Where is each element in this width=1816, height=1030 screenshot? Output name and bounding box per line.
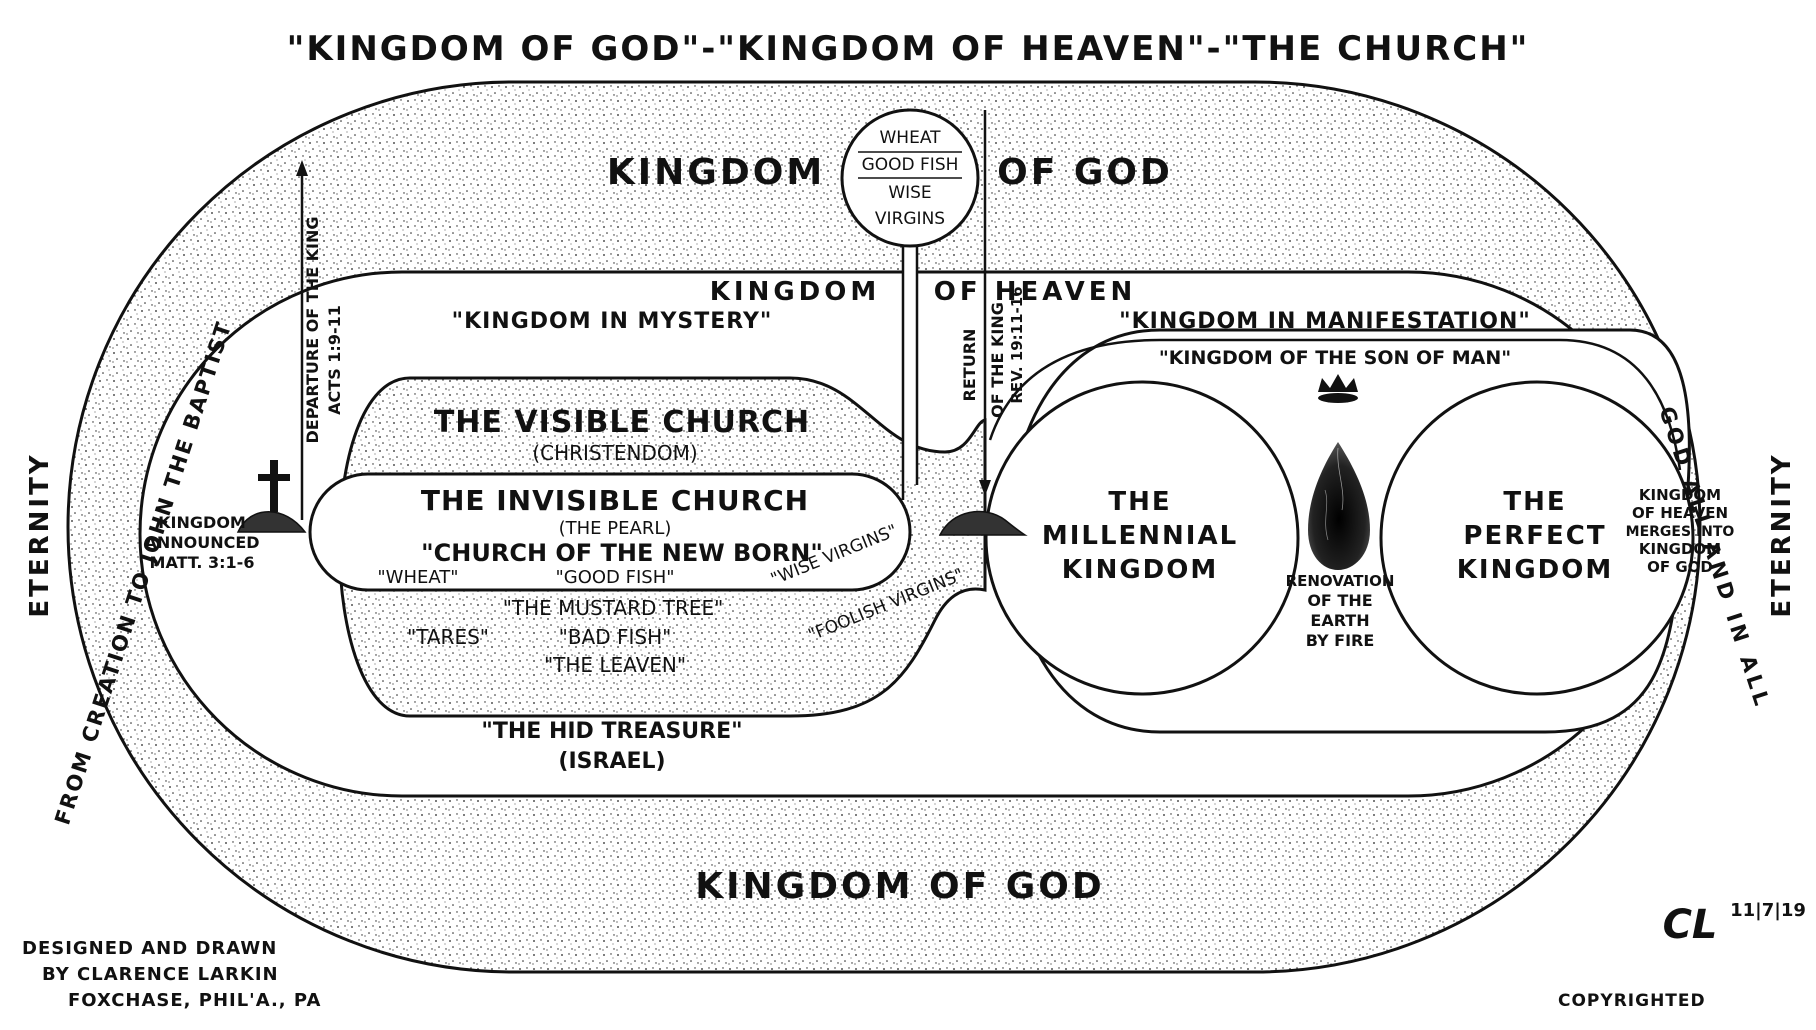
invisible-church-title: THE INVISIBLE CHURCH: [421, 484, 809, 517]
merges-line5: OF GOD: [1647, 558, 1713, 576]
eternity-right: ETERNITY: [1767, 452, 1797, 617]
the-leaven: "THE LEAVEN": [544, 653, 686, 677]
bubble-stem: [903, 230, 917, 480]
merges-line1: KINGDOM: [1639, 486, 1721, 504]
koh-right: OF HEAVEN: [934, 277, 1136, 307]
bubble-good-fish: GOOD FISH: [862, 155, 959, 175]
credit-date: 11|7|19: [1730, 900, 1806, 921]
koh-left: KINGDOM: [710, 277, 880, 307]
return-line3: REV. 19:11-16: [1008, 286, 1026, 403]
perfect-line3: KINGDOM: [1457, 555, 1613, 585]
kog-bottom: KINGDOM OF GOD: [695, 866, 1105, 907]
return-line2: OF THE KING: [988, 302, 1007, 418]
perfect-line2: PERFECT: [1463, 521, 1606, 551]
good-fish-label: "GOOD FISH": [555, 567, 674, 588]
announced-line2: ANNOUNCED: [144, 533, 259, 552]
departure-arrowhead: [296, 160, 308, 176]
return-line1: RETURN: [960, 329, 979, 402]
fire-icon: [1308, 442, 1370, 570]
tares: "TARES": [407, 625, 489, 649]
monogram: CL: [1663, 902, 1718, 948]
bad-fish: "BAD FISH": [559, 625, 672, 649]
merges-line2: OF HEAVEN: [1632, 504, 1728, 522]
millennial-line3: KINGDOM: [1062, 555, 1218, 585]
the-pearl: (THE PEARL): [559, 518, 672, 539]
renovation-line2: OF THE: [1307, 591, 1372, 610]
wheat-label: "WHEAT": [377, 567, 458, 588]
departure-line1: DEPARTURE OF THE KING: [303, 217, 322, 444]
millennial-line1: THE: [1108, 487, 1171, 517]
millennial-kingdom-circle: [984, 380, 1300, 696]
credit-line1: DESIGNED AND DRAWN: [22, 938, 277, 959]
announced-line1: KINGDOM: [158, 513, 246, 532]
bubble-virgins: VIRGINS: [875, 209, 945, 229]
son-of-man-arc: [988, 338, 1682, 471]
renovation-line3: EARTH: [1310, 611, 1369, 630]
merges-line4: KINGDOM: [1639, 540, 1721, 558]
mustard-tree: "THE MUSTARD TREE": [503, 596, 724, 620]
millennial-line2: MILLENNIAL: [1042, 521, 1238, 551]
kingdom-in-mystery: "KINGDOM IN MYSTERY": [452, 309, 773, 334]
return-arrowhead: [979, 480, 991, 496]
hid-treasure: "THE HID TREASURE": [481, 719, 742, 744]
copyrighted: COPYRIGHTED: [1558, 991, 1706, 1011]
merges-line3: MERGES INTO: [1626, 524, 1735, 540]
diagram-title: "KINGDOM OF GOD"-"KINGDOM OF HEAVEN"-"TH…: [287, 29, 1530, 69]
israel: (ISRAEL): [558, 749, 665, 774]
invisible-church-area: [308, 472, 912, 592]
perfect-line1: THE: [1503, 487, 1566, 517]
eternity-left: ETERNITY: [25, 452, 55, 617]
cross-icon: [236, 460, 307, 533]
crown-icon: [1318, 374, 1358, 403]
visible-church-sub: (CHRISTENDOM): [532, 441, 697, 465]
departure-line2: ACTS 1:9-11: [325, 305, 344, 415]
renovation-line1: RENOVATION: [1286, 572, 1395, 590]
kog-top-right: OF GOD: [997, 152, 1173, 193]
mount-of-olives-icon: [938, 510, 1028, 536]
visible-church-title: THE VISIBLE CHURCH: [434, 405, 810, 440]
bubble-wheat: WHEAT: [879, 128, 941, 148]
perfect-kingdom-circle: [1379, 380, 1695, 696]
kog-top-left: KINGDOM: [607, 152, 825, 193]
kingdom-in-manifestation: "KINGDOM IN MANIFESTATION": [1119, 309, 1531, 334]
credit-line3: FOXCHASE, PHIL'A., PA: [68, 990, 321, 1011]
renovation-line4: BY FIRE: [1306, 631, 1375, 650]
church-new-born: "CHURCH OF THE NEW BORN": [421, 539, 823, 567]
bubble-wise: WISE: [888, 183, 931, 203]
kingdom-son-of-man: "KINGDOM OF THE SON OF MAN": [1159, 347, 1511, 369]
announced-line3: MATT. 3:1-6: [150, 553, 255, 572]
credit-line2: BY CLARENCE LARKIN: [42, 964, 279, 985]
